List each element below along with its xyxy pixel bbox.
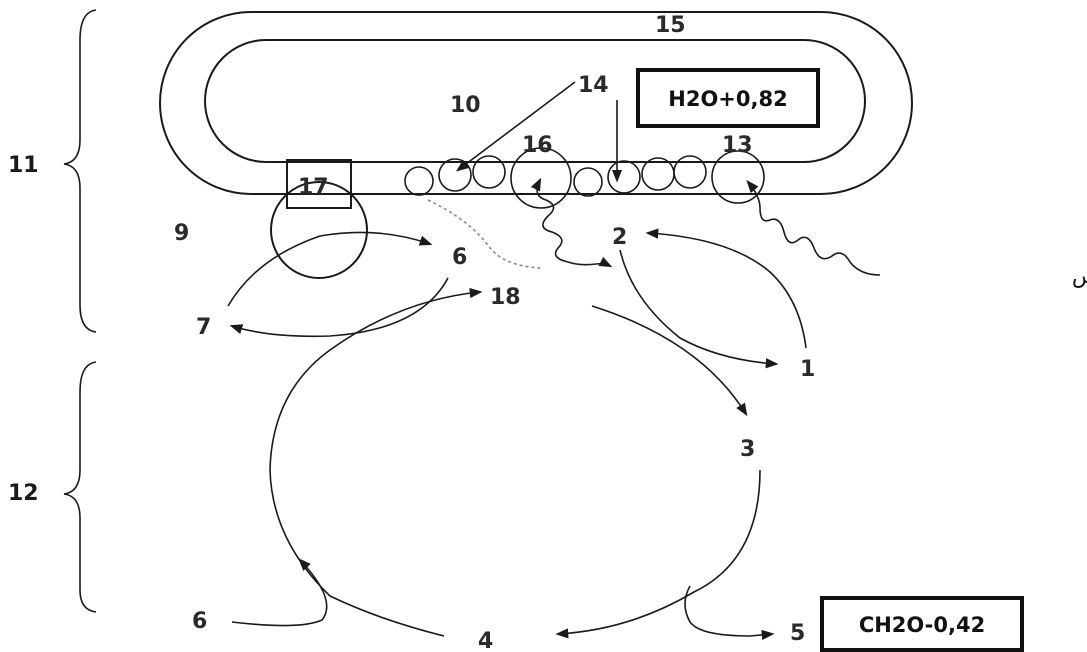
label-10: 10	[450, 93, 481, 118]
cycle-arc-right-bottom	[555, 469, 761, 639]
label-14: 14	[578, 73, 609, 98]
label-4: 4	[478, 629, 493, 652]
sunlight-label: ضوء الشمس	[1072, 264, 1087, 288]
photosystem-13	[711, 150, 765, 204]
arrow-to-5	[684, 585, 775, 641]
arrow-6-to-7	[229, 277, 449, 338]
label-3: 3	[740, 437, 755, 462]
electron-transport-chain	[404, 147, 765, 209]
brace-11	[63, 9, 97, 333]
label-6-top: 6	[452, 245, 467, 270]
atp-synthase-base	[270, 181, 368, 279]
cycle-arc-bottom-left	[269, 287, 483, 637]
label-15: 15	[655, 13, 686, 38]
cycle-arc-top-right	[591, 305, 748, 417]
label-5: 5	[790, 621, 805, 646]
arrow-7-to-6	[227, 231, 433, 307]
label-2: 2	[612, 225, 627, 250]
label-6-bottom: 6	[192, 609, 207, 634]
thylakoid-inner-membrane	[204, 39, 866, 163]
label-7: 7	[196, 315, 211, 340]
water-box-text: H2O+0,82	[668, 87, 787, 111]
arrow-14-left	[455, 81, 576, 172]
arrow-1-to-2	[645, 228, 807, 349]
label-17: 17	[298, 175, 329, 200]
label-18: 18	[490, 285, 521, 310]
label-11: 11	[8, 153, 39, 178]
sugar-box-text: CH2O-0,42	[859, 613, 985, 637]
dotted-curve	[427, 199, 541, 269]
sugar-box	[820, 596, 1024, 652]
label-1: 1	[800, 357, 815, 382]
arrow-2-to-1	[619, 249, 779, 369]
label-16: 16	[522, 133, 553, 158]
wavy-arrow-16	[530, 177, 613, 268]
sunlight-wave	[746, 180, 881, 276]
water-box	[636, 68, 820, 128]
label-9: 9	[174, 221, 189, 246]
label-13: 13	[722, 133, 753, 158]
label-12: 12	[8, 481, 39, 506]
atp-synthase-head	[286, 159, 352, 209]
arrow-6-bottom	[231, 558, 328, 627]
brace-12	[63, 361, 97, 613]
